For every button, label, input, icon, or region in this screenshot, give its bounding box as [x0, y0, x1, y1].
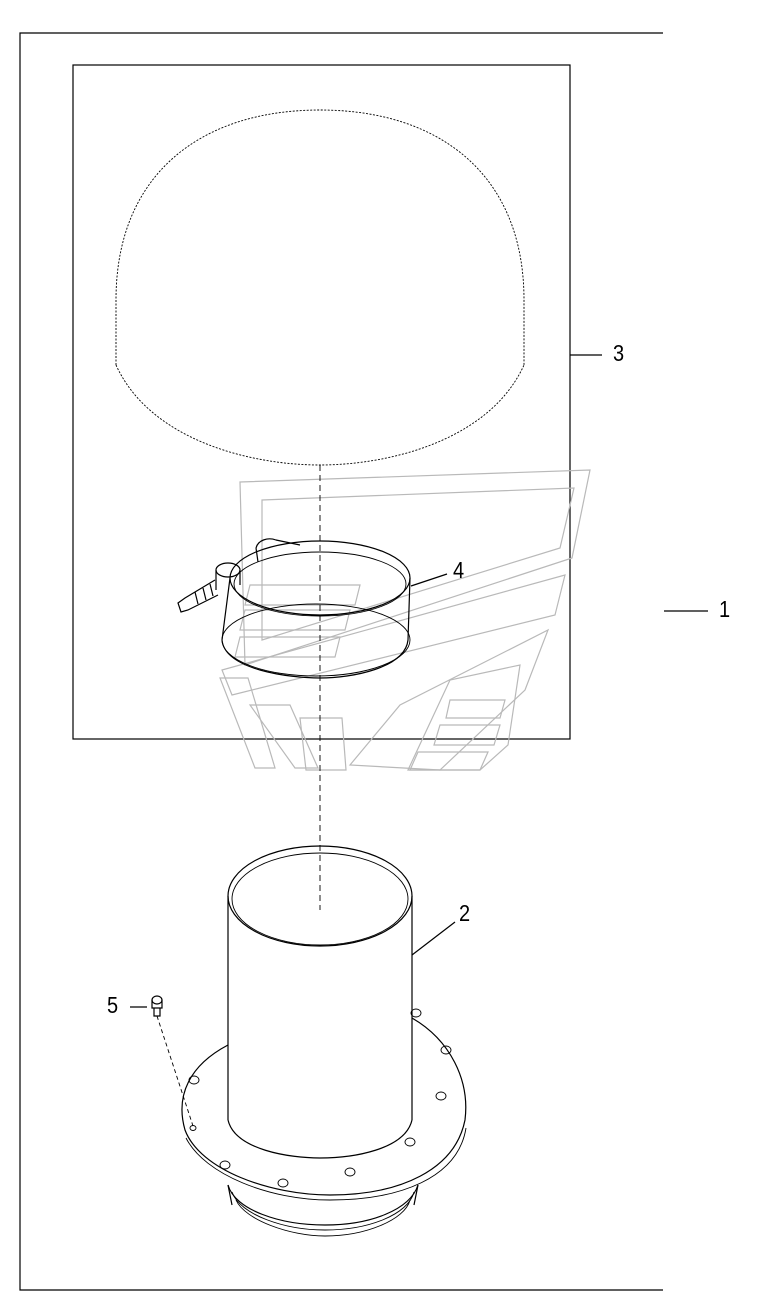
- callout-label-5: 5: [107, 993, 119, 1019]
- callout-label-1: 1: [719, 597, 731, 623]
- callout-label-3: 3: [613, 341, 625, 367]
- outer-frame: [19, 32, 663, 1291]
- callout-label-2: 2: [459, 901, 471, 927]
- filter-dome: [115, 109, 525, 466]
- outlet-pipe-flange: [181, 845, 467, 1237]
- callout-label-4: 4: [453, 558, 465, 584]
- hose-clamp: [177, 538, 411, 679]
- watermark-logo: [219, 469, 591, 771]
- flange-bolt: [151, 995, 194, 1127]
- leader-lines: [130, 354, 708, 1008]
- kit-box: [72, 64, 571, 740]
